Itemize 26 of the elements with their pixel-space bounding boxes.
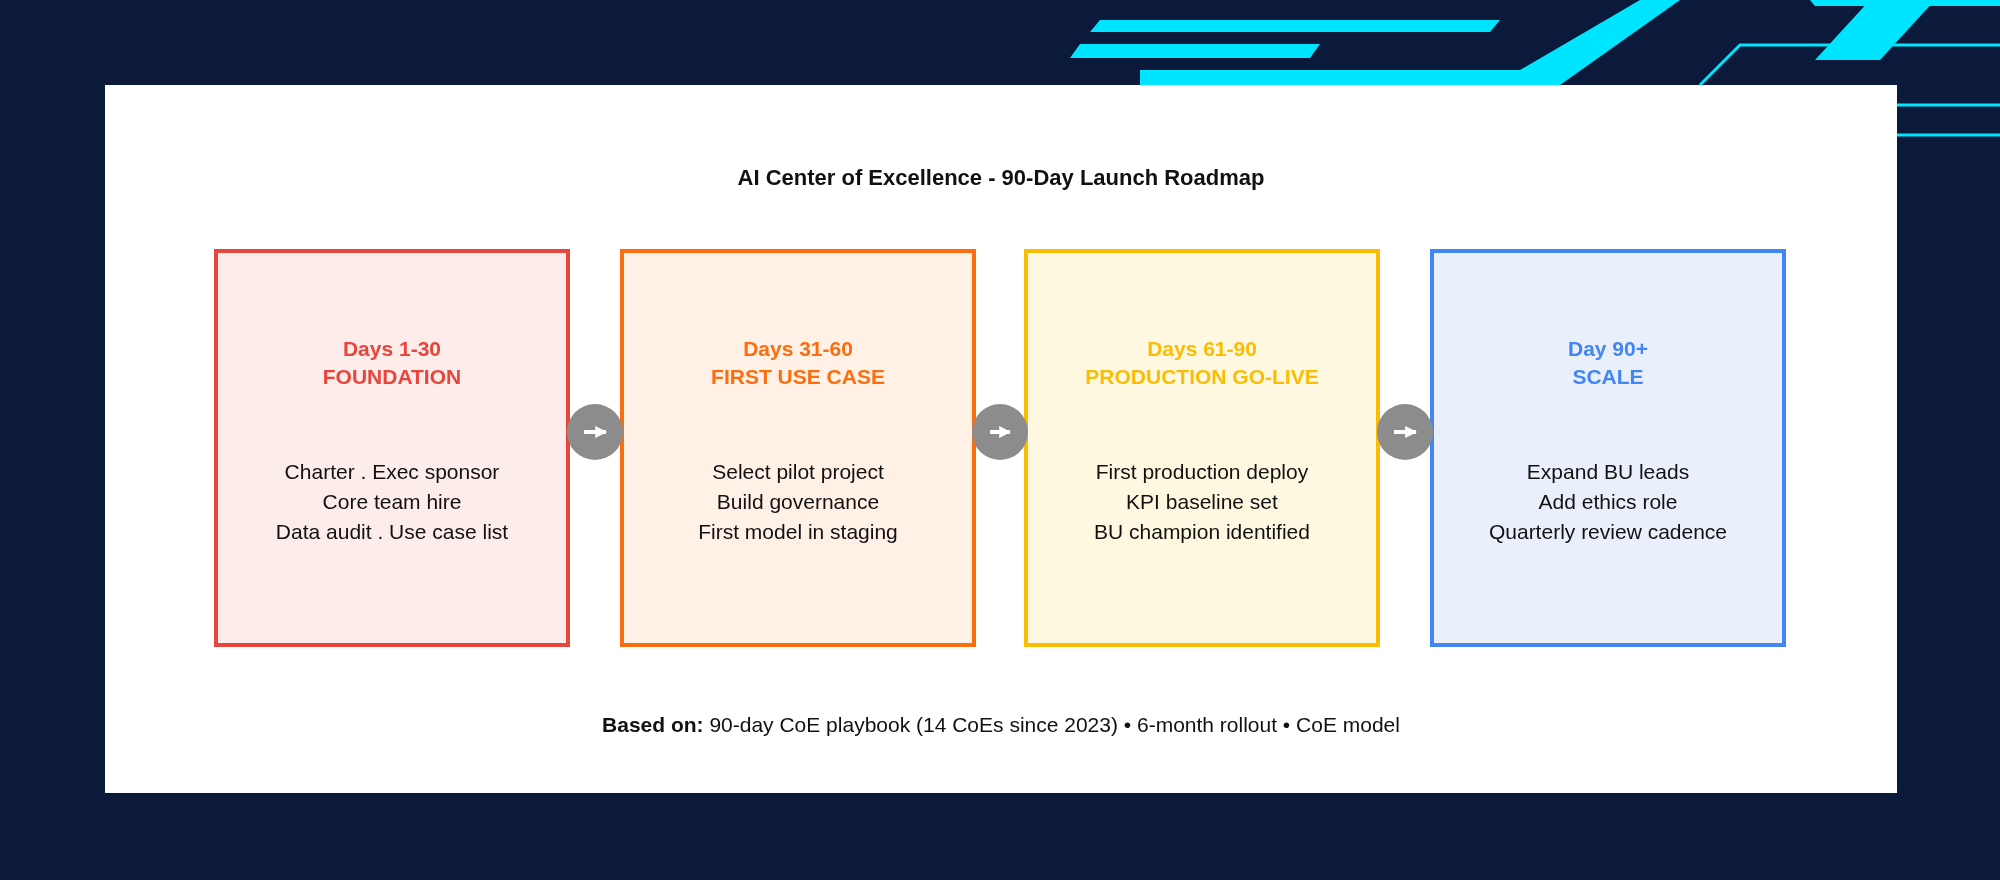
phase-days: Day 90+ <box>1568 335 1648 363</box>
phase-days: Days 1-30 <box>342 335 442 363</box>
task-item: Add ethics role <box>1538 489 1678 515</box>
task-item: Core team hire <box>322 489 462 515</box>
diagram-title: AI Center of Excellence - 90-Day Launch Roadmap <box>736 165 1266 191</box>
phase-name: PRODUCTION GO-LIVE <box>1085 364 1319 390</box>
task-item: KPI baseline set <box>1126 489 1278 515</box>
task-item: Expand BU leads <box>1526 459 1690 485</box>
phase-name: FIRST USE CASE <box>711 364 885 390</box>
task-item: Data audit . Use case list <box>275 519 509 545</box>
phase-name: FOUNDATION <box>322 364 462 390</box>
phase-box <box>214 249 570 647</box>
task-item: First production deploy <box>1095 459 1309 485</box>
phase-days: Days 31-60 <box>743 335 853 363</box>
task-item: Quarterly review cadence <box>1488 519 1728 545</box>
task-item: Build governance <box>716 489 880 515</box>
phase-days: Days 61-90 <box>1147 335 1257 363</box>
task-item: First model in staging <box>698 519 898 545</box>
task-item: Charter . Exec sponsor <box>284 459 500 485</box>
caption: Based on: 90-day CoE playbook (14 CoEs since 2023) • 6-month rollout • CoE model <box>601 713 1401 737</box>
phase-name: SCALE <box>1572 364 1644 390</box>
phase-box <box>1430 249 1786 647</box>
task-item: BU champion identified <box>1094 519 1310 545</box>
phase-box <box>1024 249 1380 647</box>
task-item: Select pilot project <box>712 459 884 485</box>
phase-box <box>620 249 976 647</box>
